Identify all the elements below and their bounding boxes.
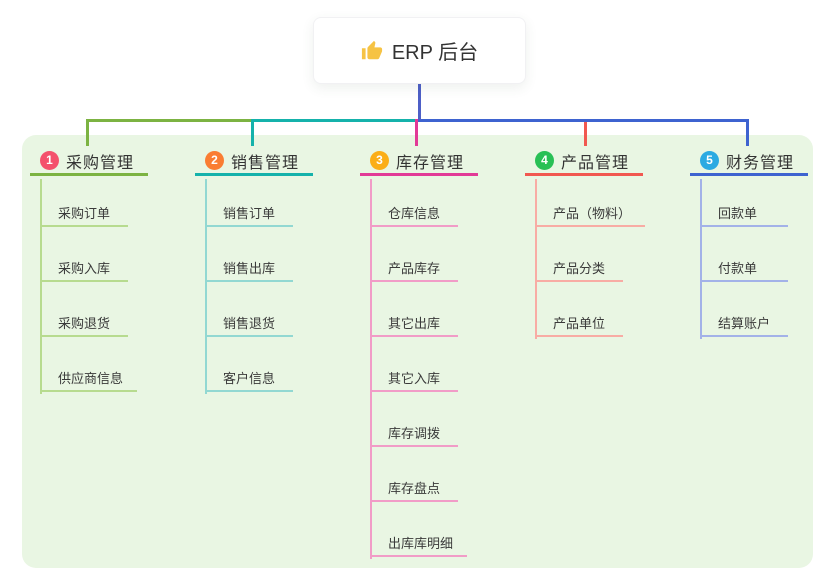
branch-title[interactable]: 5 财务管理 [690,148,808,176]
child-node[interactable]: 供应商信息 [40,366,138,392]
branch-badge: 1 [40,151,59,170]
child-node[interactable]: 采购退货 [40,311,128,337]
branch-inventory: 3 库存管理 仓库信息 产品库存 其它出库 其它入库 库存调拨 库存盘点 出库库… [360,148,520,559]
child-node[interactable]: 其它出库 [370,311,458,337]
branch-finance: 5 财务管理 回款单 付款单 结算账户 [690,148,839,339]
branches-panel [22,135,813,568]
child-node[interactable]: 客户信息 [205,366,293,392]
branch-product: 4 产品管理 产品（物料） 产品分类 产品单位 [525,148,685,339]
branch-title[interactable]: 1 采购管理 [30,148,148,176]
child-node[interactable]: 销售订单 [205,201,293,227]
branch-title[interactable]: 4 产品管理 [525,148,643,176]
root-node-title: ERP 后台 [391,42,479,64]
thumbs-up-icon [361,40,382,59]
branch-badge: 5 [700,151,719,170]
branch-title-label: 销售管理 [231,154,300,172]
root-node[interactable]: ERP 后台 [313,17,526,84]
child-node[interactable]: 销售出库 [205,256,293,282]
child-node[interactable]: 采购订单 [40,201,128,227]
branch-stem-line [205,179,207,394]
branch-title-label: 采购管理 [66,154,135,172]
child-node[interactable]: 仓库信息 [370,201,458,227]
branch-stem-line [370,179,372,559]
child-node[interactable]: 产品库存 [370,256,458,282]
child-node[interactable]: 产品（物料） [535,201,646,227]
child-node[interactable]: 产品单位 [535,311,623,337]
branch-stem-line [535,179,537,339]
branch-title-label: 财务管理 [726,154,795,172]
child-node[interactable]: 回款单 [700,201,788,227]
branch-badge: 2 [205,151,224,170]
branch-badge: 3 [370,151,389,170]
child-node[interactable]: 其它入库 [370,366,458,392]
branch-title-label: 库存管理 [396,154,465,172]
child-node[interactable]: 结算账户 [700,311,788,337]
branch-title-label: 产品管理 [561,154,630,172]
root-stem-line [417,82,421,120]
branch-stem-line [700,179,702,339]
child-node[interactable]: 采购入库 [40,256,128,282]
branch-sales: 2 销售管理 销售订单 销售出库 销售退货 客户信息 [195,148,355,394]
branch-title[interactable]: 2 销售管理 [195,148,313,176]
child-node[interactable]: 库存调拨 [370,421,458,447]
child-node[interactable]: 出库库明细 [370,531,468,557]
child-node[interactable]: 库存盘点 [370,476,458,502]
branch-stem-line [40,179,42,394]
branch-title[interactable]: 3 库存管理 [360,148,478,176]
child-node[interactable]: 付款单 [700,256,788,282]
branch-purchase: 1 采购管理 采购订单 采购入库 采购退货 供应商信息 [30,148,190,394]
child-node[interactable]: 产品分类 [535,256,623,282]
child-node[interactable]: 销售退货 [205,311,293,337]
branch-badge: 4 [535,151,554,170]
